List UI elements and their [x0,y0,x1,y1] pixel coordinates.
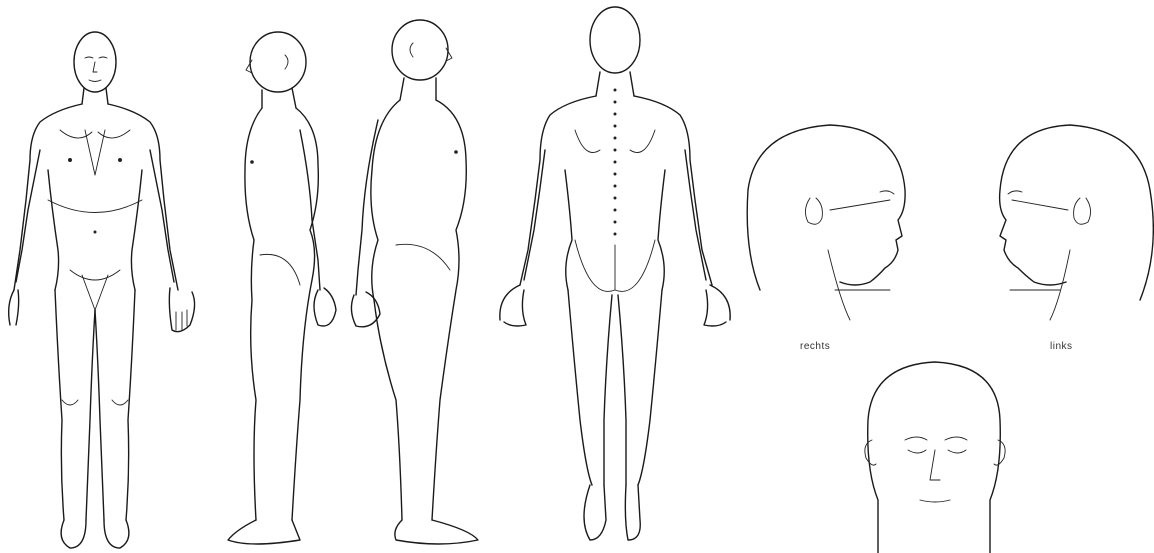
right-side-body-figure [228,32,336,544]
spine-markers [614,89,617,236]
caption-left-profile: links [1050,341,1073,352]
back-body-figure [500,7,730,540]
head-front-figure [865,362,1005,553]
front-body-figure [9,32,195,548]
left-side-body-figure [351,20,478,544]
head-left-profile-figure [1000,125,1154,320]
head-right-profile-figure [747,125,905,320]
caption-right-profile: rechts [800,341,830,352]
